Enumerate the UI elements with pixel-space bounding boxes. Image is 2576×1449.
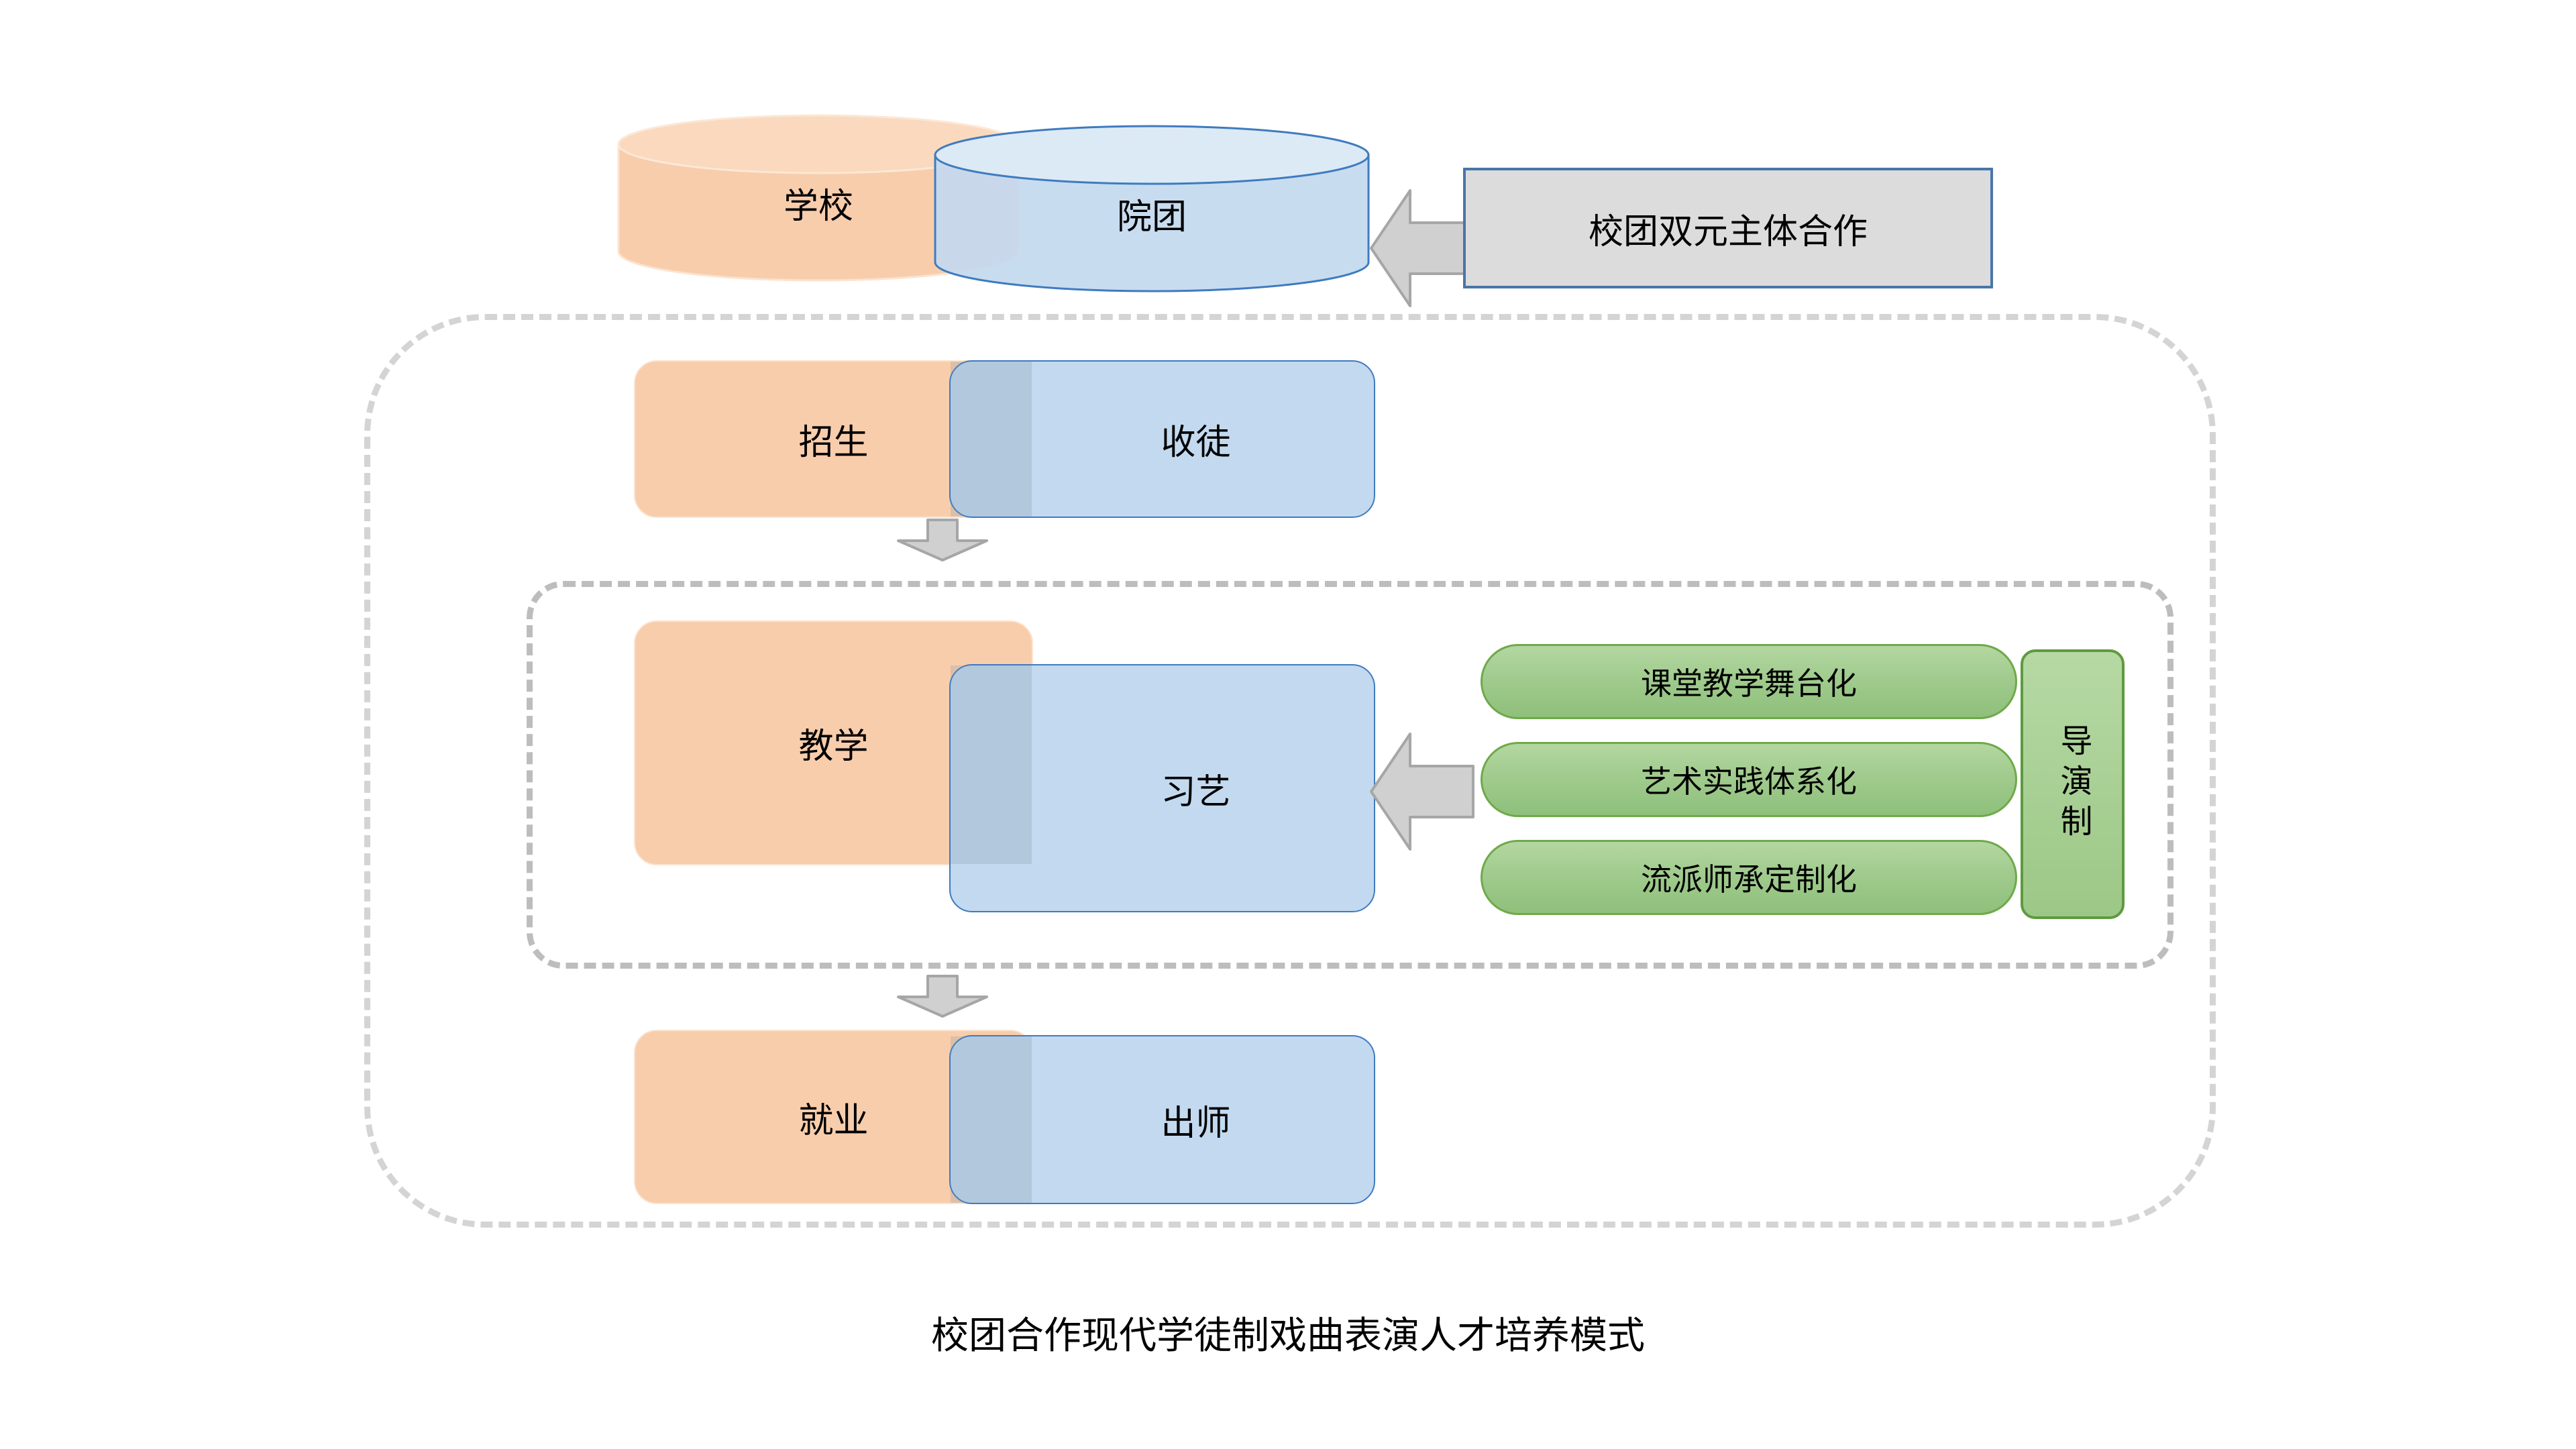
stage-2-troupe-box[interactable]: 出师	[949, 1035, 1375, 1204]
method-pill-0-label: 课堂教学舞台化	[1641, 666, 1857, 701]
arrow-left-methods	[1368, 731, 1476, 852]
stage-2-school-label: 就业	[798, 1101, 869, 1140]
stage-0-troupe-box[interactable]: 收徒	[949, 360, 1375, 518]
arrow-down-2	[896, 974, 989, 1018]
cylinder-troupe-label: 院团	[1116, 198, 1187, 237]
outer-dashed-container	[364, 314, 2216, 1228]
director-system-box[interactable]: 导演制	[2021, 649, 2125, 919]
method-pill-2-label: 流派师承定制化	[1641, 862, 1857, 897]
arrow-down-1	[896, 518, 989, 562]
cylinder-troupe[interactable]: 院团	[934, 125, 1370, 292]
diagram-caption: 校团合作现代学徒制戏曲表演人才培养模式	[931, 1314, 1645, 1356]
stage-0-school-label: 招生	[798, 423, 869, 462]
callout-cooperation-label: 校团双元主体合作	[1588, 212, 1868, 252]
callout-cooperation[interactable]: 校团双元主体合作	[1463, 168, 1993, 288]
method-pill-1[interactable]: 艺术实践体系化	[1481, 742, 2017, 817]
stage-1-troupe-label: 习艺	[1161, 772, 1231, 812]
method-pill-2[interactable]: 流派师承定制化	[1481, 840, 2017, 915]
arrow-left-callout	[1368, 188, 1476, 309]
director-system-label: 导演制	[2055, 724, 2091, 845]
method-pill-1-label: 艺术实践体系化	[1641, 764, 1857, 799]
stage-0-troupe-label: 收徒	[1161, 423, 1231, 462]
method-pill-0[interactable]: 课堂教学舞台化	[1481, 644, 2017, 719]
stage-1-school-label: 教学	[798, 727, 869, 766]
inner-dashed-container	[527, 581, 2174, 969]
stage-1-troupe-box[interactable]: 习艺	[949, 664, 1375, 912]
cylinder-school-label: 学校	[783, 187, 853, 226]
stage-2-troupe-label: 出师	[1161, 1104, 1231, 1143]
